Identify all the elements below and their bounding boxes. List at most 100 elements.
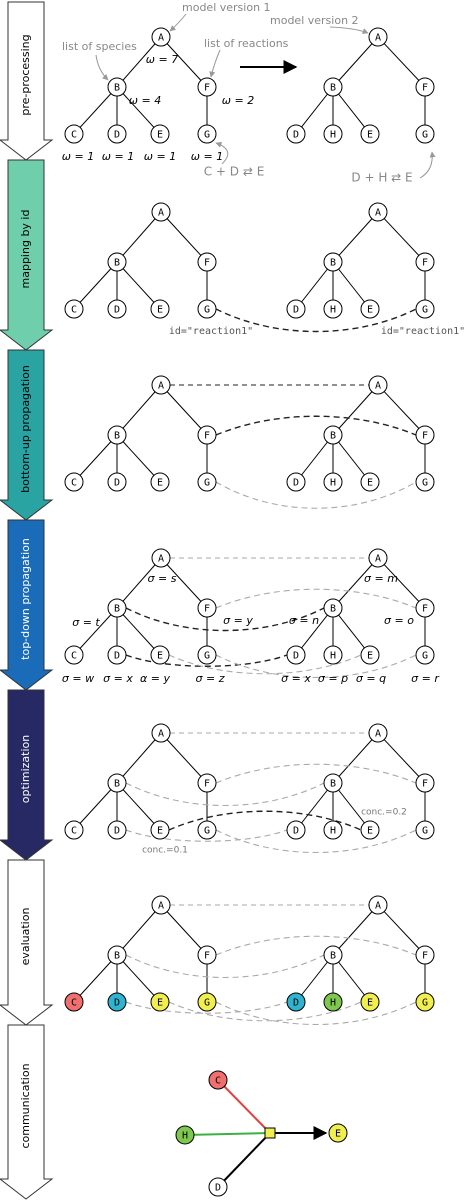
tree-node-label-F: F [422,83,428,94]
tree-node-label-A: A [158,33,164,44]
tree-node-B [107,945,127,965]
stage-arrow-optimization [0,689,54,861]
tree-node-C [64,124,84,144]
reaction-model1-label: C + D ⇄ E [204,165,265,179]
tree-node-label-G: G [422,998,428,1009]
tree-edge-B-E [332,954,371,1003]
tree-edge-A-B [116,557,162,609]
tree-edge-A-B [332,384,379,436]
mapping-line-reaction [215,308,417,333]
tree-node-label-G: G [204,130,210,141]
tree-node-E [360,124,380,144]
tree-node-label-D: D [114,305,120,316]
pointer-arrow [209,49,221,78]
sigma-left-B: σ = t [72,616,100,629]
tree-node-label-B: B [330,951,336,962]
tree-node-G [415,299,435,319]
sigma-right-E: σ = q [356,672,386,685]
sigma-right-H: σ = p [318,672,348,685]
mapping-line-E [168,810,362,831]
tree-node-C [64,299,84,319]
tree-node-D [286,124,306,144]
tree-node-label-G: G [204,998,210,1009]
tree-edge-B-E [116,261,161,310]
tree-edge-B-C [73,86,118,135]
sigma-right-F: σ = o [384,614,414,627]
tree-node-label-F: F [204,431,210,442]
tree-node-label-D: D [293,130,299,141]
tree-edge-A-B [116,36,162,88]
tree-edge-A-F [160,732,208,784]
tree-node-label-F: F [422,951,428,962]
tree-node-label-G: G [204,305,210,316]
weight-F: ω = 2 [222,94,254,107]
tree-node-A [151,375,171,395]
tree-node-label-E: E [367,130,373,141]
sigma-left-F: σ = y [223,614,253,627]
tree-node-C [64,992,84,1012]
sigma-left-D: σ = x [103,672,133,685]
tree-node-E [150,299,170,319]
tree-node-B [323,773,343,793]
mapping-line-G [215,481,417,509]
mapping-line-E [168,1001,362,1022]
tree-node-label-C: C [71,478,77,489]
tree-node-H [323,124,343,144]
tree-node-label-E: E [367,998,373,1009]
tree-node-label-B: B [114,258,120,269]
tree-node-label-E: E [367,305,373,316]
tree-node-label-B: B [330,258,336,269]
communication-edge-C [217,1079,271,1134]
tree-node-label-D: D [293,998,299,1009]
tree-node-label-B: B [114,951,120,962]
tree-node-G [415,820,435,840]
tree-edge-A-F [160,384,208,436]
tree-edge-B-C [73,782,118,831]
tree-node-B [107,77,127,97]
tree-node-A [151,723,171,743]
tree-node-E [150,820,170,840]
tree-node-label-F: F [204,779,210,790]
tree-edge-B-E [332,86,371,135]
tree-node-G [415,472,435,492]
tree-node-G [197,299,217,319]
stage-label-bottom-up-propagation: bottom-up propagation [19,365,32,493]
tree-edge-A-F [160,36,208,88]
communication-node-D [208,1177,228,1197]
tree-node-label-H: H [330,998,336,1009]
pointer-arrow [419,151,436,179]
tree-node-A [368,375,388,395]
weight-C: ω = 1 [62,150,94,163]
tree-edge-A-B [332,557,379,609]
tree-node-B [107,425,127,445]
concentration-label-1: conc.=0.1 [142,846,188,856]
tree-node-label-G: G [204,826,210,837]
tree-node-E [150,124,170,144]
mapping-line-D [125,1001,288,1014]
tree-node-B [323,598,343,618]
pointer-arrow [329,26,369,34]
sigma-left-G: σ = z [196,672,225,685]
tree-edge-A-B [332,904,379,956]
tree-node-label-H: H [330,478,336,489]
sigma-right-G: σ = r [411,672,440,685]
mapping-line-D [125,654,288,667]
tree-edge-B-E [332,261,371,310]
tree-node-A [151,895,171,915]
tree-edges [73,36,426,1003]
tree-node-E [360,645,380,665]
mapping-lines [125,308,417,1025]
tree-node-label-F: F [422,604,428,615]
tree-node-label-D: D [114,478,120,489]
tree-node-A [368,27,388,47]
stage-label-mapping-by-id: mapping by id [19,210,32,289]
tree-edge-A-F [377,904,426,956]
tree-node-E [360,992,380,1012]
tree-edge-B-C [73,607,118,656]
tree-edge-A-B [116,904,162,956]
pointer-arrow [95,54,109,81]
tree-node-label-F: F [204,83,210,94]
stage-arrow-communication [0,1024,54,1200]
stage-arrow-mapping-by-id [0,159,54,351]
